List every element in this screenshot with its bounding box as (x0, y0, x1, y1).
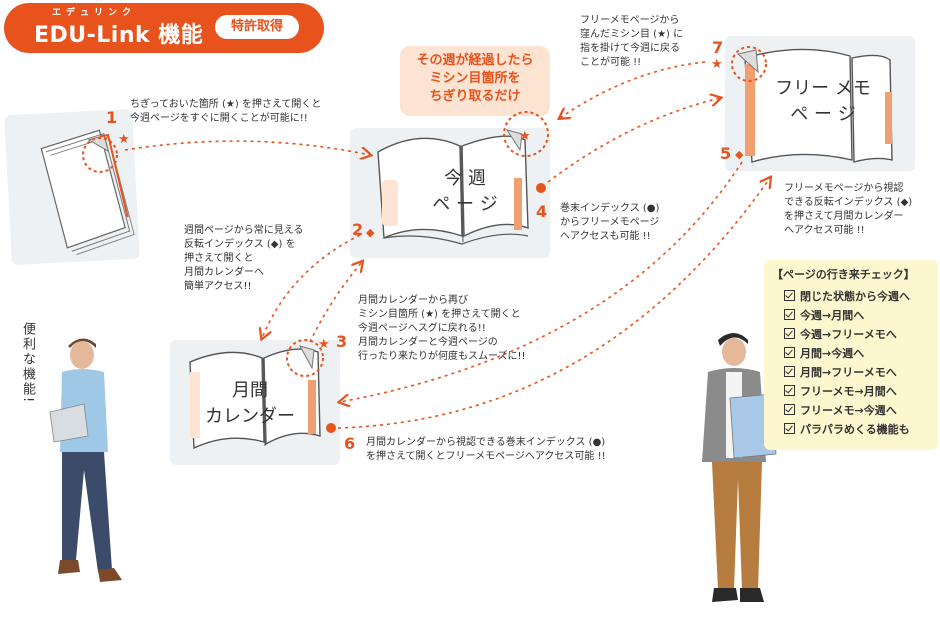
checkbox-icon (784, 366, 795, 377)
diamond-icon: ◆ (735, 148, 744, 161)
step-5-description: フリーメモページから視認 できる反転インデックス (◆) を押さえて月間カレンダ… (784, 183, 913, 236)
closed-book-illustration (40, 129, 135, 256)
arrow-memo-to-monthly (340, 161, 743, 402)
checklist-title: 【ページの行き来チェック】 (772, 268, 915, 281)
step-4-description: 巻末インデックス (●) からフリーメモページ へアクセスも可能 !! (560, 203, 660, 242)
step-2-description: 週間ページから常に見える 反転インデックス (◆) を 押さえて開くと 月間カレ… (184, 225, 304, 292)
arrow-monthly-to-memo (337, 178, 770, 429)
person-left-illustration (49, 338, 122, 582)
weekly-page-label: 今 週 ペ ー ジ (432, 168, 498, 215)
tear-spot-circle-weekly (503, 111, 549, 157)
checkbox-icon (784, 404, 795, 415)
arrow-weekly-to-memo (547, 98, 720, 183)
tear-spot-circle-1 (82, 137, 118, 173)
tear-off-callout (400, 46, 550, 116)
step-number-5: 5 (720, 144, 732, 163)
arrow-monthly-to-weekly (309, 262, 362, 343)
checkbox-icon (784, 385, 795, 396)
checklist-item: フリーメモ→今週へ (784, 401, 910, 420)
monthly-book-illustration (189, 345, 321, 450)
star-icon: ★ (519, 129, 531, 144)
tear-off-callout-text: その週が経過したら ミシン目箇所を ちぎり取るだけ (416, 53, 534, 104)
star-icon: ★ (118, 132, 130, 147)
arrow-weekly-to-monthly (262, 234, 361, 338)
star-icon: ★ (711, 57, 723, 72)
checklist-item: 今週→フリーメモへ (784, 325, 910, 344)
header-ruby: エデュリンク (52, 8, 137, 18)
patent-badge: 特許取得 (215, 15, 299, 39)
weekly-book-illustration (377, 129, 529, 245)
checkbox-icon (784, 423, 795, 434)
step-number-3: 3 (336, 332, 348, 351)
checkbox-icon (784, 347, 795, 358)
checklist-item: 月間→今週へ (784, 344, 910, 363)
checklist-item: パラパラめくる機能も (784, 420, 910, 439)
tear-spot-circle-memo (731, 46, 767, 82)
step-1-description: ちぎっておいた箇所 (★) を押さえて開くと 今週ページをすぐに開くことが可能に… (130, 99, 322, 124)
free-memo-label: フリー メモ ペ ー ジ (775, 78, 871, 125)
star-icon: ★ (318, 337, 330, 352)
back-index-dot-4 (536, 183, 546, 193)
handy-feature-note: 便利な機能! (20, 322, 35, 405)
step-number-7: 7 (712, 38, 724, 57)
checkbox-icon (784, 290, 795, 301)
step-6-description: 月間カレンダーから視認できる巻末インデックス (●) を押さえて開くとフリーメモ… (366, 437, 606, 462)
tear-spot-circle-monthly (286, 339, 324, 377)
checklist-item: 閉じた状態から今週へ (784, 287, 910, 306)
step-number-1: 1 (106, 108, 118, 127)
header-title: EDU-Link 機能 (34, 23, 204, 48)
step-3-description: 月間カレンダーから再び ミシン目箇所 (★) を押さえて開くと 今週ページへスグ… (358, 295, 526, 362)
checklist-item: フリーメモ→月間へ (784, 382, 910, 401)
checkbox-icon (784, 309, 795, 320)
step-7-description: フリーメモページから 窪んだミシン目 (★) に 指を掛けて今週に戻る ことが可… (580, 15, 684, 68)
step-number-4: 4 (536, 202, 548, 221)
back-index-dot-6 (326, 423, 336, 433)
monthly-calendar-label: 月間 カレンダー (205, 380, 295, 427)
diamond-icon: ◆ (366, 226, 375, 239)
memo-book-illustration (736, 48, 893, 163)
checklist-item: 月間→フリーメモへ (784, 363, 910, 382)
step-number-6: 6 (344, 434, 356, 453)
arrow-1-to-weekly (124, 140, 370, 155)
step-number-2: 2 (352, 220, 364, 239)
checklist-item: 今週→月間へ (784, 306, 910, 325)
checkbox-icon (784, 328, 795, 339)
checklist-items: 閉じた状態から今週へ 今週→月間へ 今週→フリーメモへ 月間→今週へ 月間→フリ… (784, 287, 910, 439)
